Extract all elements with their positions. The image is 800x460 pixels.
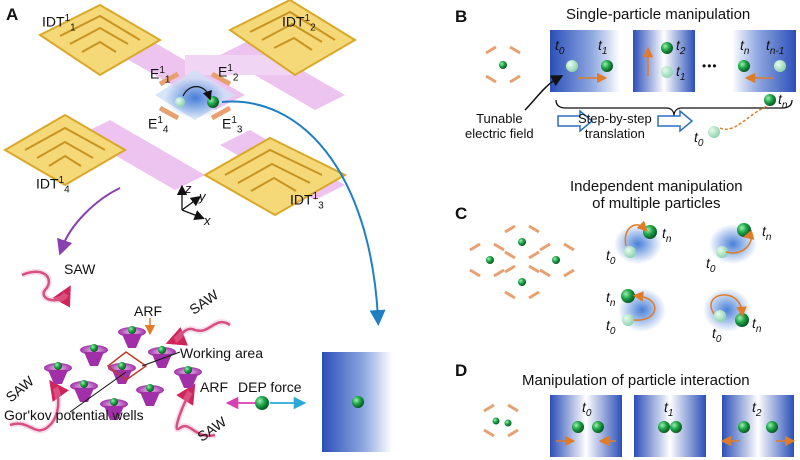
c-tn-2: tn (762, 223, 772, 243)
free-particle (255, 396, 269, 410)
electrode-e2-label: E12 (218, 63, 239, 84)
idt-label-bl: IDT14 (36, 175, 70, 196)
saw-glow (9, 268, 232, 439)
idt-label-br: IDT13 (290, 191, 324, 212)
c-tn-3: tn (606, 289, 616, 309)
c-t0-1: t0 (606, 247, 616, 267)
potential-wells (44, 318, 202, 420)
panel-d-letter: D (455, 361, 468, 380)
b-hollow-arrow-1 (557, 109, 594, 133)
b-electrode-mini (485, 45, 521, 84)
c-blob-4 (703, 288, 751, 332)
gorkov-label: Gor'kov potential wells (4, 407, 144, 423)
d-t1: t1 (664, 399, 674, 419)
c-tn-1: tn (662, 225, 672, 245)
b-final-tn: tn (778, 91, 788, 111)
c-electrode-array (469, 224, 575, 300)
c-tn-4: tn (752, 315, 762, 335)
c-blob-2 (709, 223, 757, 264)
b-t2: t2 (676, 37, 686, 57)
idt-label-tl: IDT11 (42, 13, 76, 34)
panel-d-title: Manipulation of particle interaction (522, 372, 750, 389)
d-t2: t2 (752, 399, 762, 419)
panel-a-letter: A (6, 5, 19, 24)
central-cell (155, 70, 235, 121)
idt-bottom-right (202, 136, 348, 217)
purple-arrow (57, 187, 121, 256)
idt-top-right (228, 0, 357, 77)
b-tn1: tn-1 (766, 37, 785, 57)
b-t1b: t1 (676, 63, 686, 83)
panel-c-letter: C (455, 204, 468, 223)
b-t1: t1 (598, 37, 608, 57)
d-frame-2 (634, 395, 706, 457)
electrode-e3-label: E13 (222, 115, 243, 136)
b-frame-2 (633, 30, 695, 92)
c-t0-3: t0 (606, 317, 616, 337)
saw-label-1: SAW (64, 261, 96, 277)
electrode-e4-label: E14 (148, 115, 169, 136)
d-t0: t0 (582, 399, 592, 419)
blue-arrow (221, 100, 386, 326)
working-area-label: Working area (180, 345, 264, 361)
saw-waves (9, 270, 231, 438)
c-blob-3 (618, 288, 666, 332)
axis-x-label: x (204, 213, 211, 228)
panel-b-title: Single-particle manipulation (566, 6, 751, 23)
c-blob-1 (614, 220, 662, 264)
b-final-t0: t0 (694, 129, 704, 149)
idt-top-left (38, 3, 162, 77)
b-ellipsis: ••• (702, 59, 718, 73)
b-t0: t0 (555, 37, 565, 57)
d-electrode-mini (483, 403, 519, 438)
b-translation-label: Step-by-step translation (578, 111, 652, 141)
panel-c-title: Independent manipulation of multiple par… (570, 178, 743, 213)
d-frame-3 (722, 395, 794, 457)
arf-top-label: ARF (134, 303, 162, 319)
c-t0-4: t0 (712, 325, 722, 345)
axis-z-label: z (185, 181, 192, 196)
d-frame-1 (550, 395, 622, 457)
electrode-e1-label: E11 (150, 65, 171, 86)
idt-bottom-left (3, 113, 127, 187)
axes-icon (176, 184, 205, 220)
c-t0-2: t0 (706, 255, 716, 275)
b-field-label: Tunable electric field (465, 111, 534, 141)
b-hollow-arrow-2 (657, 109, 694, 133)
dep-force-label: DEP force (238, 379, 302, 395)
axis-y-label: y (199, 189, 206, 204)
panel-b-letter: B (455, 7, 468, 26)
b-field-arrow (524, 75, 564, 111)
b-tn: tn (740, 37, 750, 57)
arf-force-label: ARF (200, 379, 228, 395)
idt-label-tr: IDT12 (282, 13, 316, 34)
